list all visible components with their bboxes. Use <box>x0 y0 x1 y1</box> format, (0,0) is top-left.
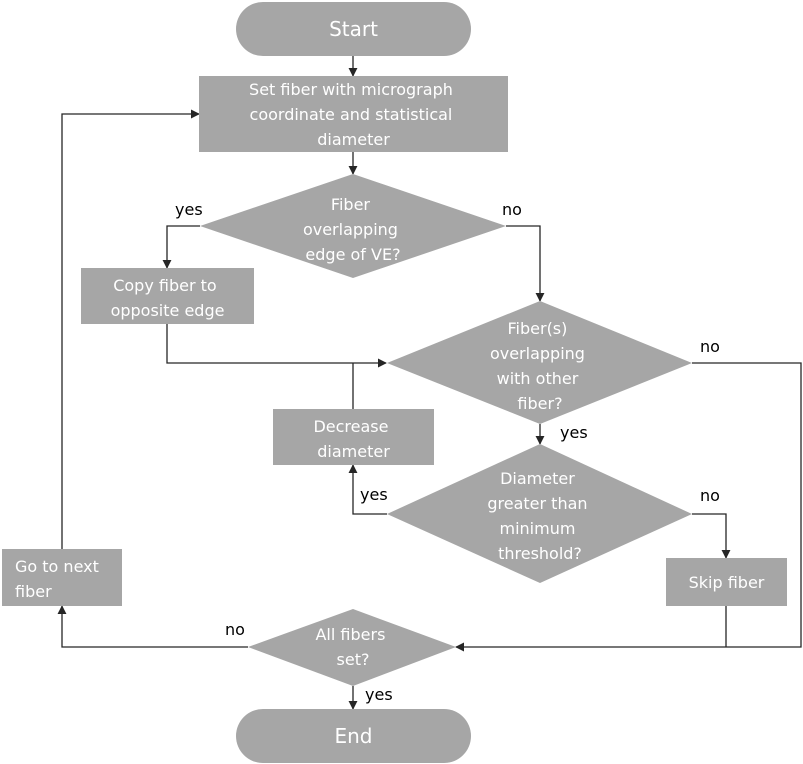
edge-overlap-edge-yes <box>162 225 200 269</box>
all-set-line-1: All fibers <box>315 625 385 644</box>
next-fiber-process: Go to next fiber <box>2 549 122 606</box>
copy-fiber-line-1: Copy fiber to <box>113 276 216 295</box>
svg-text:Go to next fiber: Go to next fiber <box>15 557 104 601</box>
edge-label-overlap-other-yes: yes <box>560 423 588 442</box>
edge-label-all-set-no: no <box>225 620 245 639</box>
set-fiber-line-2: coordinate and statistical <box>250 105 453 124</box>
overlap-other-decision: Fiber(s) overlapping with other fiber? <box>387 301 692 424</box>
diameter-line-3: minimum <box>499 519 575 538</box>
svg-text:Copy fiber to opposite e: Copy fiber to opposite edge <box>111 276 225 320</box>
edge-label-overlap-other-no: no <box>700 337 720 356</box>
overlap-edge-line-2: overlapping <box>303 220 398 239</box>
end-label: End <box>334 724 372 748</box>
skip-fiber-label: Skip fiber <box>689 573 765 592</box>
edge-label-diameter-no: no <box>700 486 720 505</box>
edge-overlap-other-no <box>455 362 802 652</box>
diameter-line-4: threshold? <box>498 544 582 563</box>
diameter-line-2: greater than <box>487 494 587 513</box>
edge-next-fiber-loop <box>61 109 200 549</box>
connectors <box>57 56 802 710</box>
overlap-edge-line-3: edge of VE? <box>305 245 400 264</box>
svg-text:End: End <box>334 724 372 748</box>
all-set-line-2: set? <box>337 650 370 669</box>
decrease-line-1: Decrease <box>313 417 388 436</box>
skip-fiber-process: Skip fiber <box>666 558 787 606</box>
start-label: Start <box>329 17 378 41</box>
overlap-other-line-2: overlapping <box>490 344 585 363</box>
overlap-other-line-4: fiber? <box>517 394 562 413</box>
svg-text:Start: Start <box>329 17 378 41</box>
edge-all-set-no <box>57 605 248 648</box>
edge-diameter-yes <box>348 464 387 515</box>
edge-labels: yes no no yes yes no no yes <box>175 200 720 704</box>
next-fiber-line-1: Go to next <box>15 557 99 576</box>
next-fiber-line-2: fiber <box>15 582 52 601</box>
end-node: End <box>236 709 471 763</box>
edge-diameter-no <box>692 513 731 559</box>
copy-fiber-process: Copy fiber to opposite edge <box>81 268 254 324</box>
overlap-edge-line-1: Fiber <box>331 195 370 214</box>
diameter-check-decision: Diameter greater than minimum threshold? <box>387 444 692 583</box>
edge-label-diameter-yes: yes <box>360 485 388 504</box>
svg-text:Fiber overlapping: Fiber overlapping edge of VE? <box>303 195 403 264</box>
svg-text:Skip fiber: Skip fiber <box>689 573 765 592</box>
start-node: Start <box>236 2 471 56</box>
edge-label-overlap-edge-no: no <box>502 200 522 219</box>
overlap-other-line-1: Fiber(s) <box>508 319 568 338</box>
copy-fiber-line-2: opposite edge <box>111 301 225 320</box>
svg-text:Diameter greater than: Diameter greater than minimum threshold? <box>487 469 592 563</box>
svg-text:Decrease diameter: Decrease diameter <box>313 417 393 461</box>
overlap-edge-decision: Fiber overlapping edge of VE? <box>200 174 506 278</box>
decrease-diameter-process: Decrease diameter <box>273 409 434 465</box>
overlap-other-line-3: with other <box>497 369 579 388</box>
set-fiber-line-1: Set fiber with micrograph <box>249 80 453 99</box>
set-fiber-line-3: diameter <box>317 130 390 149</box>
decrease-line-2: diameter <box>317 442 390 461</box>
svg-text:All fibers set?: All fibers set? <box>315 625 390 669</box>
edge-overlap-edge-no <box>506 225 545 302</box>
svg-text:Fiber(s) overlapping: Fiber(s) overlapping with other fiber? <box>490 319 590 413</box>
edge-label-overlap-edge-yes: yes <box>175 200 203 219</box>
edge-label-all-set-yes: yes <box>365 685 393 704</box>
svg-text:Set fiber with micrograph: Set fiber with micrograph coordinate and… <box>249 80 458 149</box>
diameter-line-1: Diameter <box>500 469 575 488</box>
edge-copy-to-overlap-other <box>166 324 387 368</box>
set-fiber-process: Set fiber with micrograph coordinate and… <box>199 76 508 152</box>
all-set-decision: All fibers set? <box>248 609 456 686</box>
